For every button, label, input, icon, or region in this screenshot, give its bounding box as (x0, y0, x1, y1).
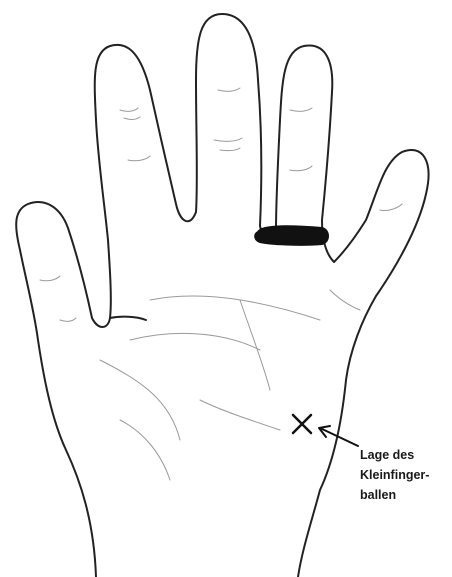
cross-marker (293, 415, 311, 433)
annotation-label: Lage des Kleinfinger- ballen (360, 445, 450, 505)
ring-band (255, 226, 328, 245)
annotation-line-2: Kleinfinger- (360, 465, 450, 485)
annotation-line-3: ballen (360, 485, 450, 505)
annotation-line-1: Lage des (360, 445, 450, 465)
